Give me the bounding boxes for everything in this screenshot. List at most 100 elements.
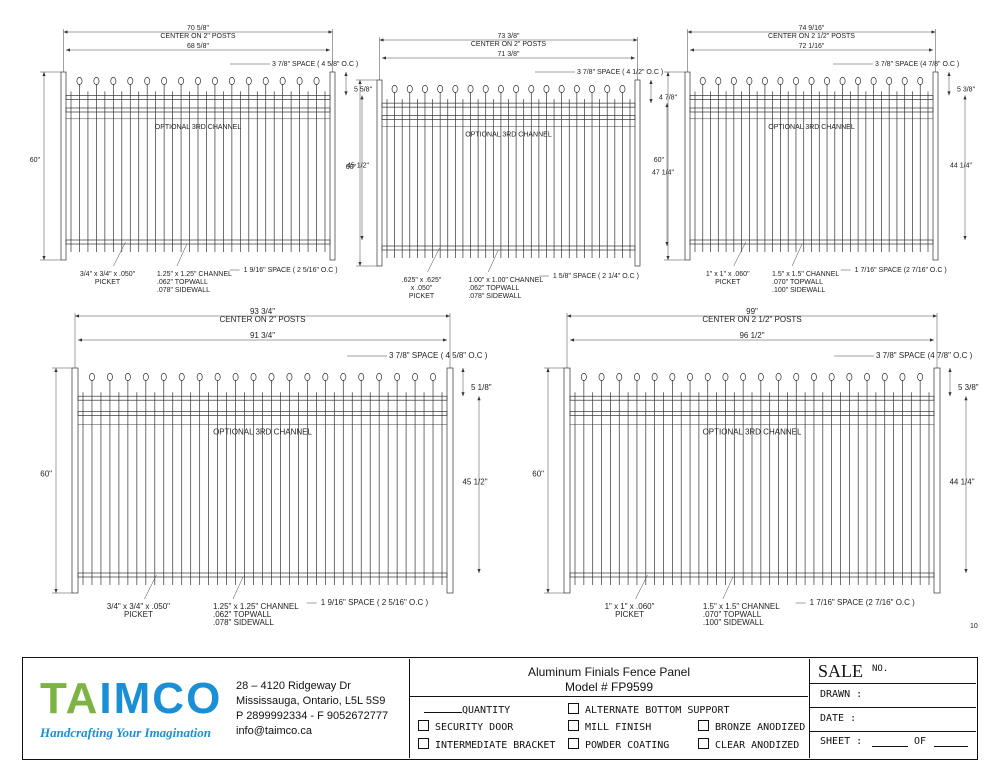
email-link[interactable]: info@taimco.ca bbox=[236, 725, 312, 737]
checkbox[interactable] bbox=[568, 720, 579, 731]
arrowhead bbox=[690, 48, 694, 52]
arrowhead bbox=[42, 72, 46, 76]
finial bbox=[161, 77, 168, 85]
divider bbox=[409, 659, 411, 758]
logo-letter: A bbox=[65, 674, 100, 723]
picket-spec-label: 3/4" x 3/4" x .050"PICKET bbox=[80, 271, 136, 286]
overall-width-label: 70 5/8" bbox=[187, 25, 209, 32]
option-label: INTERMEDIATE BRACKET bbox=[435, 740, 556, 751]
finial bbox=[422, 85, 428, 93]
leader-line bbox=[144, 574, 157, 600]
checkbox[interactable] bbox=[568, 738, 579, 749]
checkbox[interactable] bbox=[568, 703, 579, 714]
finial bbox=[917, 77, 924, 85]
top-gap-label: 5 1/8" bbox=[471, 383, 492, 392]
checkbox[interactable] bbox=[418, 720, 429, 731]
finial bbox=[669, 373, 676, 381]
option-intermediate-bracket[interactable]: INTERMEDIATE BRACKET bbox=[418, 738, 555, 751]
option-clear-anodized[interactable]: CLEAR ANODIZED bbox=[698, 738, 799, 751]
option-mill-finish[interactable]: MILL FINISH bbox=[568, 720, 651, 733]
finial bbox=[715, 77, 722, 85]
sheet-row[interactable]: SHEET : OF bbox=[810, 731, 976, 758]
option-bronze-anodized[interactable]: BRONZE ANODIZED bbox=[698, 720, 805, 733]
arrowhead bbox=[382, 56, 386, 60]
overall-width-label: 99" bbox=[746, 307, 758, 316]
arrowhead bbox=[358, 80, 362, 84]
finial bbox=[178, 373, 185, 381]
logo-letter: M bbox=[113, 674, 153, 723]
arrowhead bbox=[948, 368, 952, 372]
arrowhead bbox=[964, 569, 968, 573]
leader-line bbox=[791, 243, 803, 267]
quantity-field[interactable]: QUANTITY bbox=[424, 703, 510, 716]
finial bbox=[340, 373, 347, 381]
arrowhead bbox=[328, 30, 333, 34]
company-address: 28 – 4120 Ridgeway Dr Mississauga, Ontar… bbox=[236, 679, 388, 739]
arrowhead bbox=[344, 91, 348, 96]
picket-spec-label: 3/4" x 3/4" x .050"PICKET bbox=[107, 602, 170, 619]
finial bbox=[757, 373, 764, 381]
drawn-row[interactable]: DRAWN : bbox=[810, 683, 976, 708]
arrowhead bbox=[649, 99, 653, 104]
title-cell: Aluminum Finials Fence Panel Model # FP9… bbox=[410, 659, 808, 758]
title-block-frame bbox=[22, 657, 978, 760]
picket-height-label: 45 1/2" bbox=[462, 478, 487, 487]
center-note-label: CENTER ON 2 1/2" POSTS bbox=[768, 33, 855, 40]
picket-space-label: 3 7/8" SPACE ( 4 1/2" O.C ) bbox=[577, 69, 663, 76]
option-powder-coating[interactable]: POWDER COATING bbox=[568, 738, 669, 751]
sale-row: SALE NO. bbox=[810, 659, 976, 684]
checkbox[interactable] bbox=[698, 720, 709, 731]
finial bbox=[899, 373, 906, 381]
arrowhead bbox=[54, 589, 58, 593]
finial bbox=[394, 373, 401, 381]
bottom-space-label: 1 9/16" SPACE ( 2 5/16" O.C ) bbox=[321, 598, 429, 607]
inner-width-label: 96 1/2" bbox=[739, 331, 764, 340]
finial bbox=[528, 85, 535, 93]
arrowhead bbox=[42, 256, 46, 260]
arrowhead bbox=[75, 314, 79, 318]
finial bbox=[839, 77, 846, 85]
arrowhead bbox=[546, 368, 550, 372]
finial bbox=[917, 373, 924, 381]
right-post bbox=[446, 367, 454, 594]
inner-width-label: 71 3/8" bbox=[498, 51, 520, 58]
option-security-door[interactable]: SECURITY DOOR bbox=[418, 720, 513, 733]
finial bbox=[746, 77, 753, 85]
finial bbox=[811, 373, 817, 381]
checkbox[interactable] bbox=[698, 738, 709, 749]
picket-space-label: 3 7/8" SPACE (4 7/8" O.C ) bbox=[875, 61, 959, 68]
sheet-total-field[interactable] bbox=[934, 746, 968, 747]
finial bbox=[730, 77, 737, 85]
finial bbox=[870, 77, 877, 85]
finial bbox=[793, 373, 800, 381]
picket-spec-label: 1" x 1" x .060"PICKET bbox=[605, 602, 655, 619]
sheet-label: SHEET : bbox=[820, 736, 863, 747]
overall-width-label: 73 3/8" bbox=[498, 33, 520, 40]
arrowhead bbox=[930, 338, 934, 342]
picket-space-label: 3 7/8" SPACE ( 4 5/8" O.C ) bbox=[389, 351, 488, 360]
phone-fax: P 2899992334 - F 9052672777 bbox=[236, 710, 389, 722]
arrowhead bbox=[360, 236, 364, 240]
optional-channel-label: OPTIONAL 3RD CHANNEL bbox=[703, 427, 802, 436]
finial bbox=[262, 77, 269, 85]
address-line-1: 28 – 4120 Ridgeway Dr bbox=[236, 680, 351, 692]
center-note-label: CENTER ON 2 1/2" POSTS bbox=[702, 315, 801, 324]
bottom-space-label: 1 7/16" SPACE (2 7/16" O.C ) bbox=[855, 267, 947, 274]
channel-spec-label: 1.5" x 1.5" CHANNEL.070" TOPWALL.100" SI… bbox=[703, 602, 780, 627]
option-alternate-bottom-support[interactable]: ALTERNATE BOTTOM SUPPORT bbox=[568, 703, 730, 716]
option-label: SECURITY DOOR bbox=[435, 722, 514, 733]
finial bbox=[740, 373, 747, 381]
right-post bbox=[933, 367, 941, 594]
arrowhead bbox=[443, 338, 447, 342]
checkbox[interactable] bbox=[418, 738, 429, 749]
option-label: POWDER COATING bbox=[585, 740, 670, 751]
date-label: DATE : bbox=[820, 713, 857, 724]
picket-height-label: 45 1/2" bbox=[347, 163, 369, 170]
finial bbox=[793, 77, 799, 85]
sheet-number-field[interactable] bbox=[872, 746, 908, 747]
date-row[interactable]: DATE : bbox=[810, 707, 976, 732]
arrowhead bbox=[358, 262, 362, 266]
finial bbox=[881, 373, 888, 381]
